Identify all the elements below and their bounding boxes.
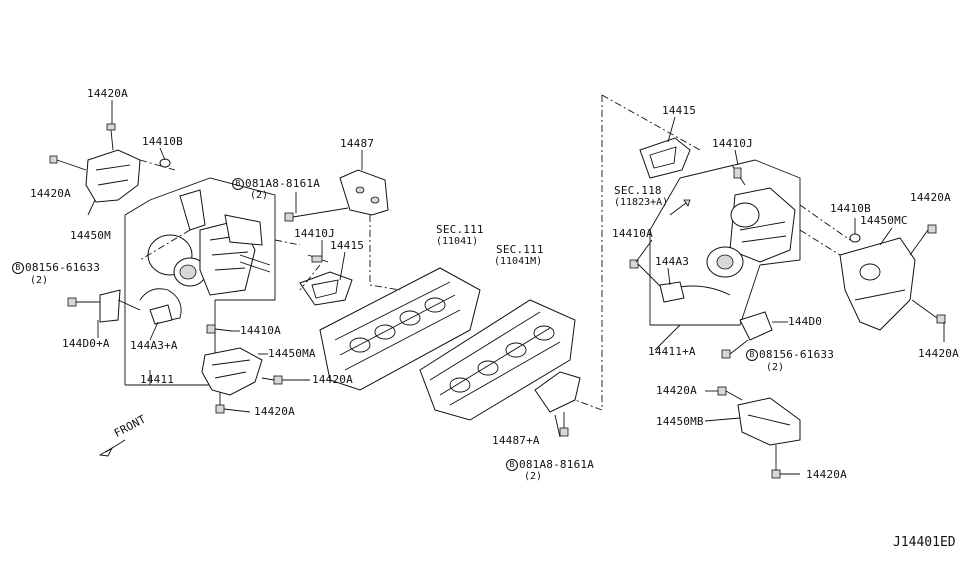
leader-lines (87, 100, 945, 475)
label-sec118: SEC.118 (614, 184, 662, 197)
label-14420A-bottom: 14420A (254, 405, 295, 418)
label-14450MA: 14450MA (268, 347, 316, 360)
label-14420A-top: 14420A (87, 87, 128, 100)
label-081A8-bot-qty: (2) (524, 471, 543, 482)
label-14420A-rbot: 14420A (806, 468, 847, 481)
label-14410J-right: 14410J (712, 137, 753, 150)
label-14450MC: 14450MC (860, 214, 908, 227)
right-turbocharger-assembly (629, 137, 946, 479)
cylinder-head-assembly (274, 94, 701, 437)
label-144D0: 144D0 (788, 315, 823, 328)
label-08156-right-text: 08156-61633 (759, 348, 835, 361)
diagram-code: J14401ED (893, 535, 956, 550)
label-14420A-rmid: 14420A (918, 347, 959, 360)
label-sec111b-sub: (11041M) (494, 256, 543, 267)
label-sec111a: SEC.111 (436, 223, 484, 236)
label-14410A-center: 14410A (240, 324, 281, 337)
label-14415-right: 14415 (662, 104, 697, 117)
label-sec118-sub: (11823+A) (614, 197, 669, 208)
label-14411A: 14411+A (648, 345, 696, 358)
label-14420A-rtop: 14420A (910, 191, 951, 204)
label-14410J-left: 14410J (294, 227, 335, 240)
label-14450MB: 14450MB (656, 415, 704, 428)
label-14415-left: 14415 (330, 239, 365, 252)
label-sec111b: SEC.111 (496, 243, 544, 256)
label-14411: 14411 (140, 373, 175, 386)
front-arrow (98, 439, 126, 457)
label-14410B-left: 14410B (142, 135, 183, 148)
label-14487: 14487 (340, 137, 375, 150)
label-144A3A: 144A3+A (130, 339, 178, 352)
label-14410B-right: 14410B (830, 202, 871, 215)
label-14420A-rlow: 14420A (656, 384, 697, 397)
label-081A8-bot-text: 081A8-8161A (519, 458, 595, 471)
label-08156-right-qty: (2) (766, 362, 785, 373)
label-sec111a-sub: (11041) (436, 236, 479, 247)
label-081A8-top-qty: (2) (250, 190, 269, 201)
label-14410A-right: 14410A (612, 227, 653, 240)
left-turbocharger-assembly (49, 123, 283, 414)
label-144D0A: 144D0+A (62, 337, 110, 350)
label-14420A-mid: 14420A (312, 373, 353, 386)
label-081A8-top-text: 081A8-8161A (245, 177, 321, 190)
label-14450M: 14450M (70, 229, 111, 242)
label-08156-left-text: 08156-61633 (25, 261, 101, 274)
label-144A3: 144A3 (655, 255, 690, 268)
label-14420A-leftside: 14420A (30, 187, 71, 200)
label-14487A: 14487+A (492, 434, 540, 447)
label-08156-left-qty: (2) (30, 275, 49, 286)
